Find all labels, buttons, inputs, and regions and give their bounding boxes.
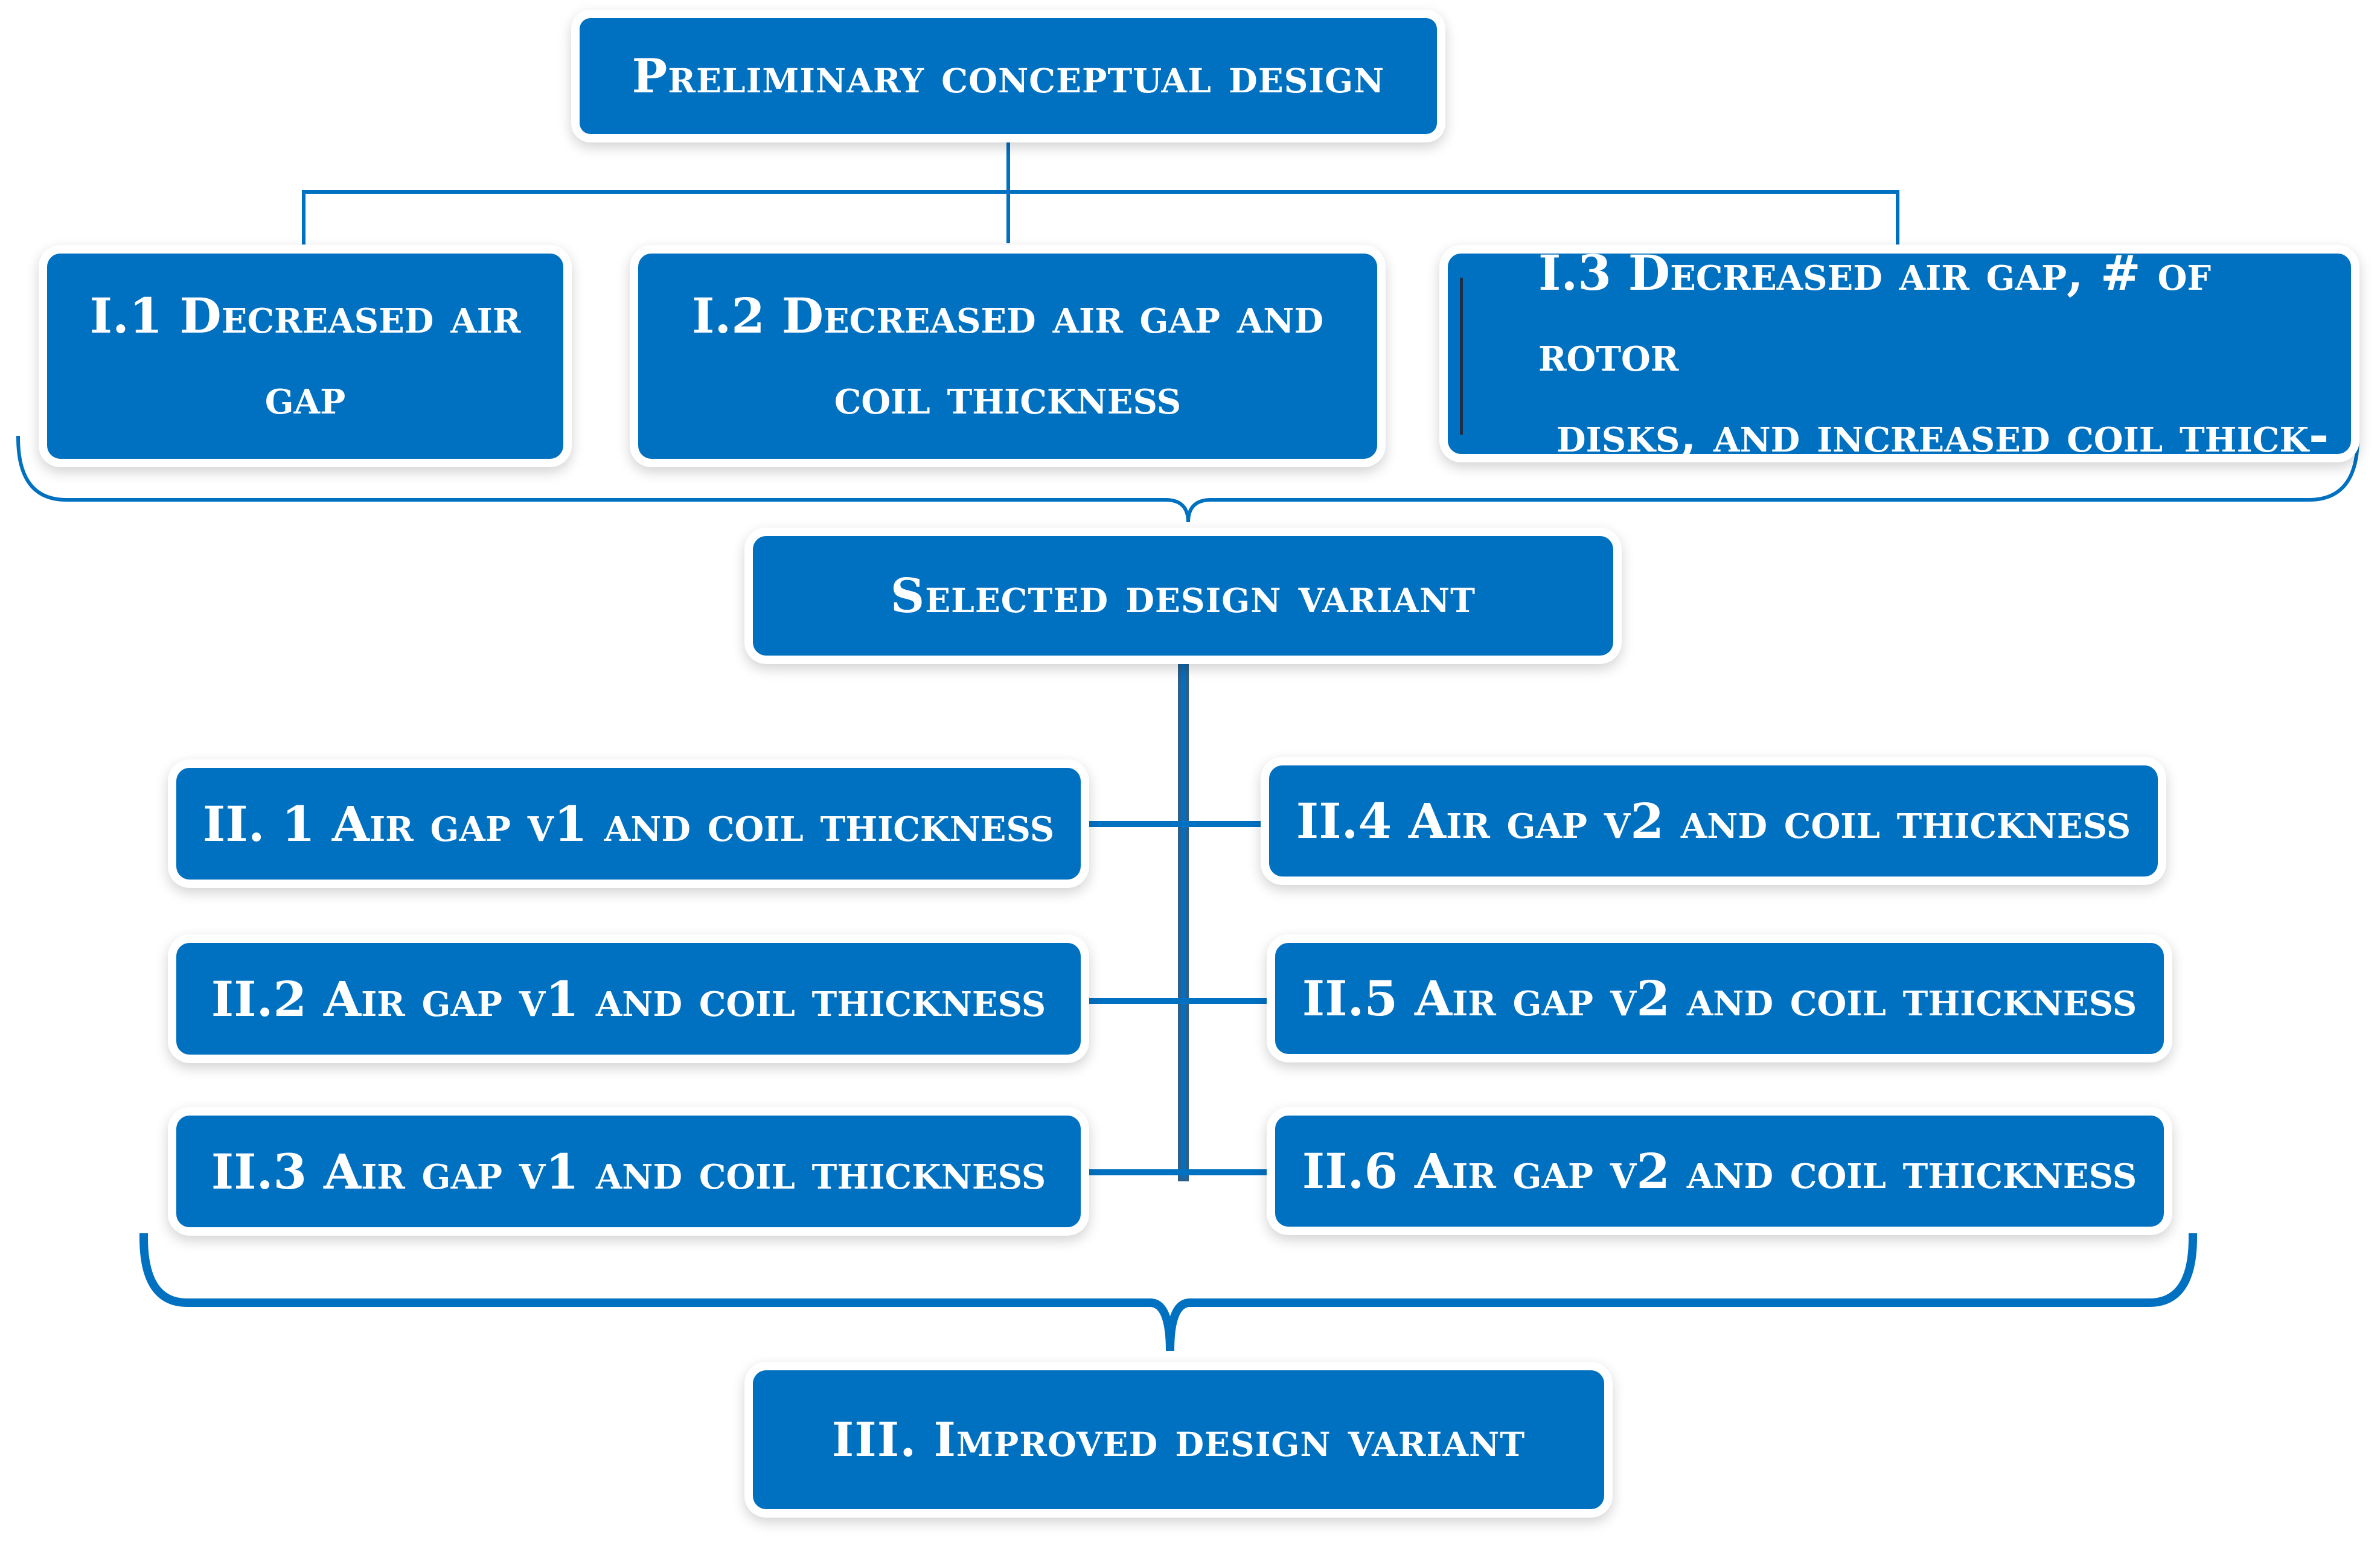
box-label-line: coil thickness	[834, 368, 1182, 425]
text-cursor-bar	[1460, 278, 1463, 435]
box-label: II.3 Air gap v1 and coil thickness	[211, 1143, 1046, 1200]
box-ii3-air-gap-v1: II.3 Air gap v1 and coil thickness	[176, 1116, 1081, 1227]
box-ii2-air-gap-v1: II.2 Air gap v1 and coil thickness	[176, 943, 1081, 1055]
box-label-line: I.3 Decreased air gap, # of rotor	[1538, 244, 2212, 382]
box-ii1-air-gap-v1: II. 1 Air gap v1 and coil thickness	[176, 768, 1081, 880]
box-i2-decreased-air-gap-coil: I.2 Decreased air gap and coil thickness	[638, 254, 1377, 459]
box-label: II. 1 Air gap v1 and coil thickness	[202, 795, 1055, 852]
box-label-line: gap	[264, 368, 346, 425]
brace-stage1	[16, 435, 2360, 523]
box-label: II.6 Air gap v2 and coil thickness	[1302, 1143, 2137, 1199]
box-ii5-air-gap-v2: II.5 Air gap v2 and coil thickness	[1275, 943, 2164, 1054]
box-label-line: I.1 Decreased air	[89, 287, 521, 344]
box-label: II.4 Air gap v2 and coil thickness	[1296, 793, 2131, 849]
box-ii6-air-gap-v2: II.6 Air gap v2 and coil thickness	[1275, 1116, 2164, 1227]
box-label: Selected design variant	[890, 568, 1476, 624]
box-i3-decreased-air-gap-rotor-disks: I.3 Decreased air gap, # of rotor disks,…	[1448, 244, 2351, 463]
box-label: II.5 Air gap v2 and coil thickness	[1302, 970, 2137, 1027]
box-label: Preliminary conceptual design	[632, 48, 1385, 104]
box-preliminary-conceptual-design: Preliminary conceptual design	[580, 18, 1437, 134]
box-label: III. Improved design variant	[831, 1412, 1526, 1467]
box-improved-design-variant: III. Improved design variant	[753, 1370, 1604, 1509]
box-label-line: I.2 Decreased air gap and	[691, 287, 1324, 344]
box-label-line: disks, and increased coil thick-	[1556, 406, 2329, 463]
box-label: II.2 Air gap v1 and coil thickness	[211, 970, 1046, 1027]
brace-stage2	[139, 1233, 2198, 1352]
box-selected-design-variant: Selected design variant	[753, 536, 1613, 656]
box-i1-decreased-air-gap: I.1 Decreased air gap	[47, 254, 563, 459]
box-ii4-air-gap-v2: II.4 Air gap v2 and coil thickness	[1269, 765, 2158, 877]
